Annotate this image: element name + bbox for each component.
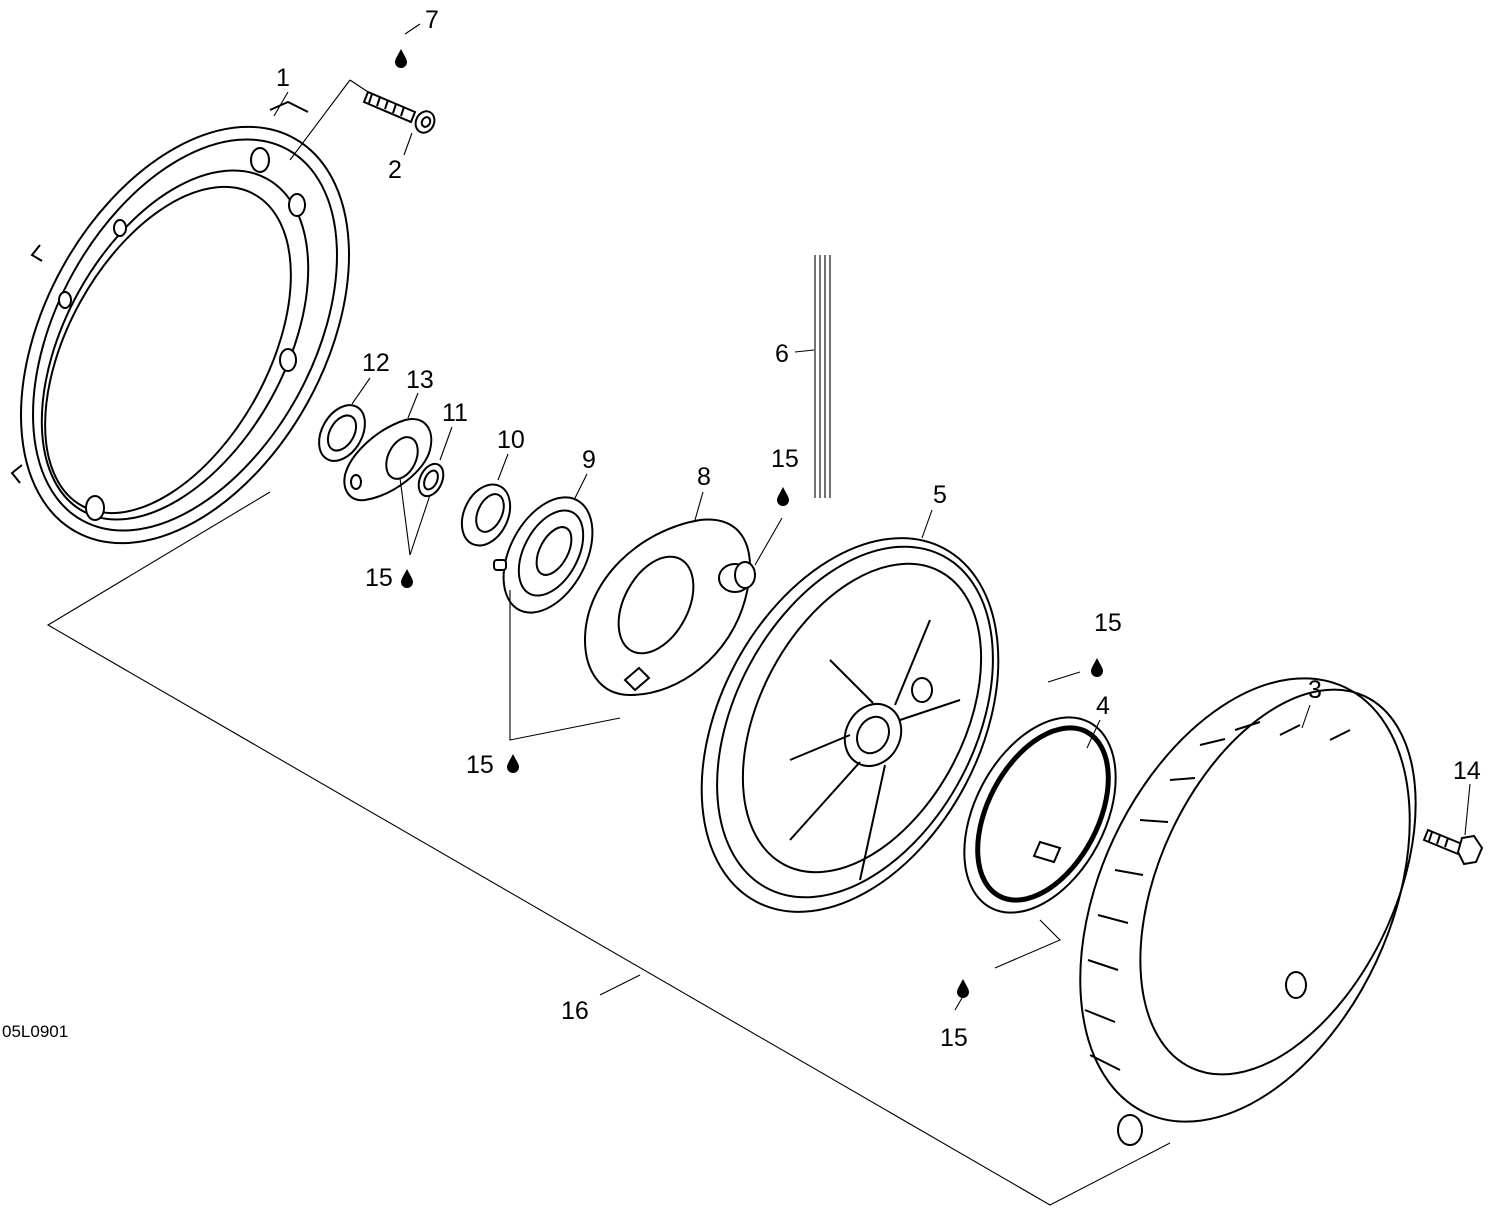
lubricant-drop-icon: [395, 49, 407, 68]
callout-14: 14: [1453, 757, 1481, 785]
callout-4: 4: [1096, 692, 1110, 720]
starter-cover-part-3: [1079, 677, 1417, 1146]
callout-15b: 15: [466, 751, 494, 779]
callout-12: 12: [362, 349, 390, 377]
rope-sheave-part-5: [700, 537, 1000, 913]
leader-lines: [273, 23, 1471, 1011]
lubricant-drop-icon: [957, 979, 969, 998]
callout-8: 8: [697, 463, 711, 491]
callout-10: 10: [497, 426, 525, 454]
lubricant-drop-icon: [507, 754, 519, 773]
lubricant-drop-icon: [401, 569, 413, 588]
callout-15a: 15: [365, 564, 393, 592]
callout-1: 1: [276, 64, 290, 92]
callout-13: 13: [406, 366, 434, 394]
bushing-plate-part-13: [343, 418, 433, 502]
callout-15c: 15: [771, 445, 799, 473]
starter-housing-part-1: [10, 100, 350, 545]
callout-6: 6: [775, 340, 789, 368]
screw-part-2: [289, 79, 436, 161]
washer-part-12: [318, 404, 366, 462]
bolt-part-14: [1422, 828, 1484, 866]
callout-3: 3: [1308, 676, 1322, 704]
callout-16: 16: [561, 997, 589, 1025]
sleeve-part-10: [460, 483, 512, 547]
starter-rope-part-6: [814, 255, 831, 498]
pawl-plate-part-8: [583, 518, 756, 697]
callout-9: 9: [582, 446, 596, 474]
o-ring-part-11: [417, 462, 445, 498]
callout-11: 11: [442, 399, 468, 427]
callout-5: 5: [933, 481, 947, 509]
callout-15d: 15: [1094, 609, 1122, 637]
callout-labels: 1 2 3 4 5 6 7 8 9 10 11 12 13 14 15 15 1…: [2, 6, 1481, 1052]
spring-cover-part-9: [493, 496, 594, 614]
recoil-spring-part-4: [963, 716, 1117, 914]
lubricant-drop-icon: [777, 487, 789, 506]
assembly-outline-16: [46, 491, 1171, 1206]
reference-code: 05L0901: [2, 1022, 68, 1041]
callout-2: 2: [388, 156, 402, 184]
callout-7: 7: [425, 6, 439, 34]
callout-15e: 15: [940, 1024, 968, 1052]
lubricant-drop-icon: [1091, 658, 1103, 677]
